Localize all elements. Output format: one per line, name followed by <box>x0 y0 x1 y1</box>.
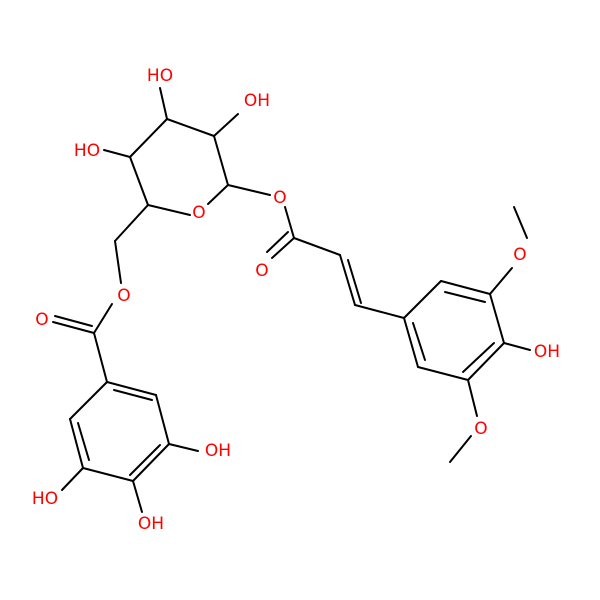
bond <box>513 206 528 239</box>
bond <box>213 135 229 186</box>
bond <box>347 259 362 304</box>
bond <box>129 118 168 158</box>
bond <box>462 342 495 373</box>
bond <box>354 304 405 319</box>
bond <box>271 237 295 259</box>
bond <box>293 237 341 256</box>
bond <box>147 204 191 216</box>
ring-oxygen-label: O <box>192 203 205 223</box>
bond <box>227 184 271 196</box>
bond <box>129 156 149 206</box>
bond <box>213 113 239 137</box>
bond <box>52 321 95 334</box>
bond <box>155 394 170 445</box>
bond <box>113 389 153 401</box>
hydroxyl-label: OH <box>244 91 270 111</box>
bond <box>159 87 168 120</box>
bond <box>114 240 122 284</box>
bond <box>403 317 419 368</box>
ester-oxygen-label: O <box>273 188 286 208</box>
carbonyl-oxygen-label: O <box>255 261 268 281</box>
bond <box>166 118 215 137</box>
bond <box>93 303 113 334</box>
methoxy-oxygen-label: O <box>474 419 487 439</box>
bond <box>168 443 199 452</box>
bond <box>339 254 356 306</box>
bonds <box>52 87 531 513</box>
bond <box>93 332 108 383</box>
methoxy-oxygen-label: O <box>513 245 526 265</box>
hydroxyl-label: HO <box>32 489 58 509</box>
bond <box>266 231 289 253</box>
bond <box>69 381 108 420</box>
bond <box>444 291 486 303</box>
bond <box>207 184 229 205</box>
bond <box>129 444 161 476</box>
bond <box>284 206 295 239</box>
bond <box>103 149 131 158</box>
bond <box>489 267 513 295</box>
bond <box>449 435 472 463</box>
hydroxyl-label: OH <box>138 514 164 534</box>
bond <box>412 322 426 361</box>
bond <box>403 280 442 319</box>
hydroxyl-label: HO <box>147 66 173 86</box>
bond <box>106 381 157 396</box>
bond <box>440 280 491 295</box>
bond <box>503 342 531 351</box>
bond <box>61 467 84 491</box>
bond <box>69 418 84 469</box>
carbonyl-oxygen-label: O <box>35 310 48 330</box>
atom-labels: HO OH HO O O O O O O OH O OH HO OH <box>32 66 560 534</box>
bond <box>132 443 170 482</box>
hydroxyl-label: OH <box>205 441 231 461</box>
ester-oxygen-label: O <box>117 286 130 306</box>
bond <box>77 422 90 461</box>
bond <box>417 366 469 381</box>
bond <box>467 342 505 381</box>
phenol-hydroxyl-label: OH <box>534 342 560 362</box>
bond <box>114 204 149 242</box>
bond <box>82 467 134 482</box>
hydroxyl-label: HO <box>74 141 100 161</box>
bond <box>54 315 93 327</box>
bond <box>489 293 505 344</box>
bond <box>132 480 143 513</box>
bond <box>467 379 478 417</box>
